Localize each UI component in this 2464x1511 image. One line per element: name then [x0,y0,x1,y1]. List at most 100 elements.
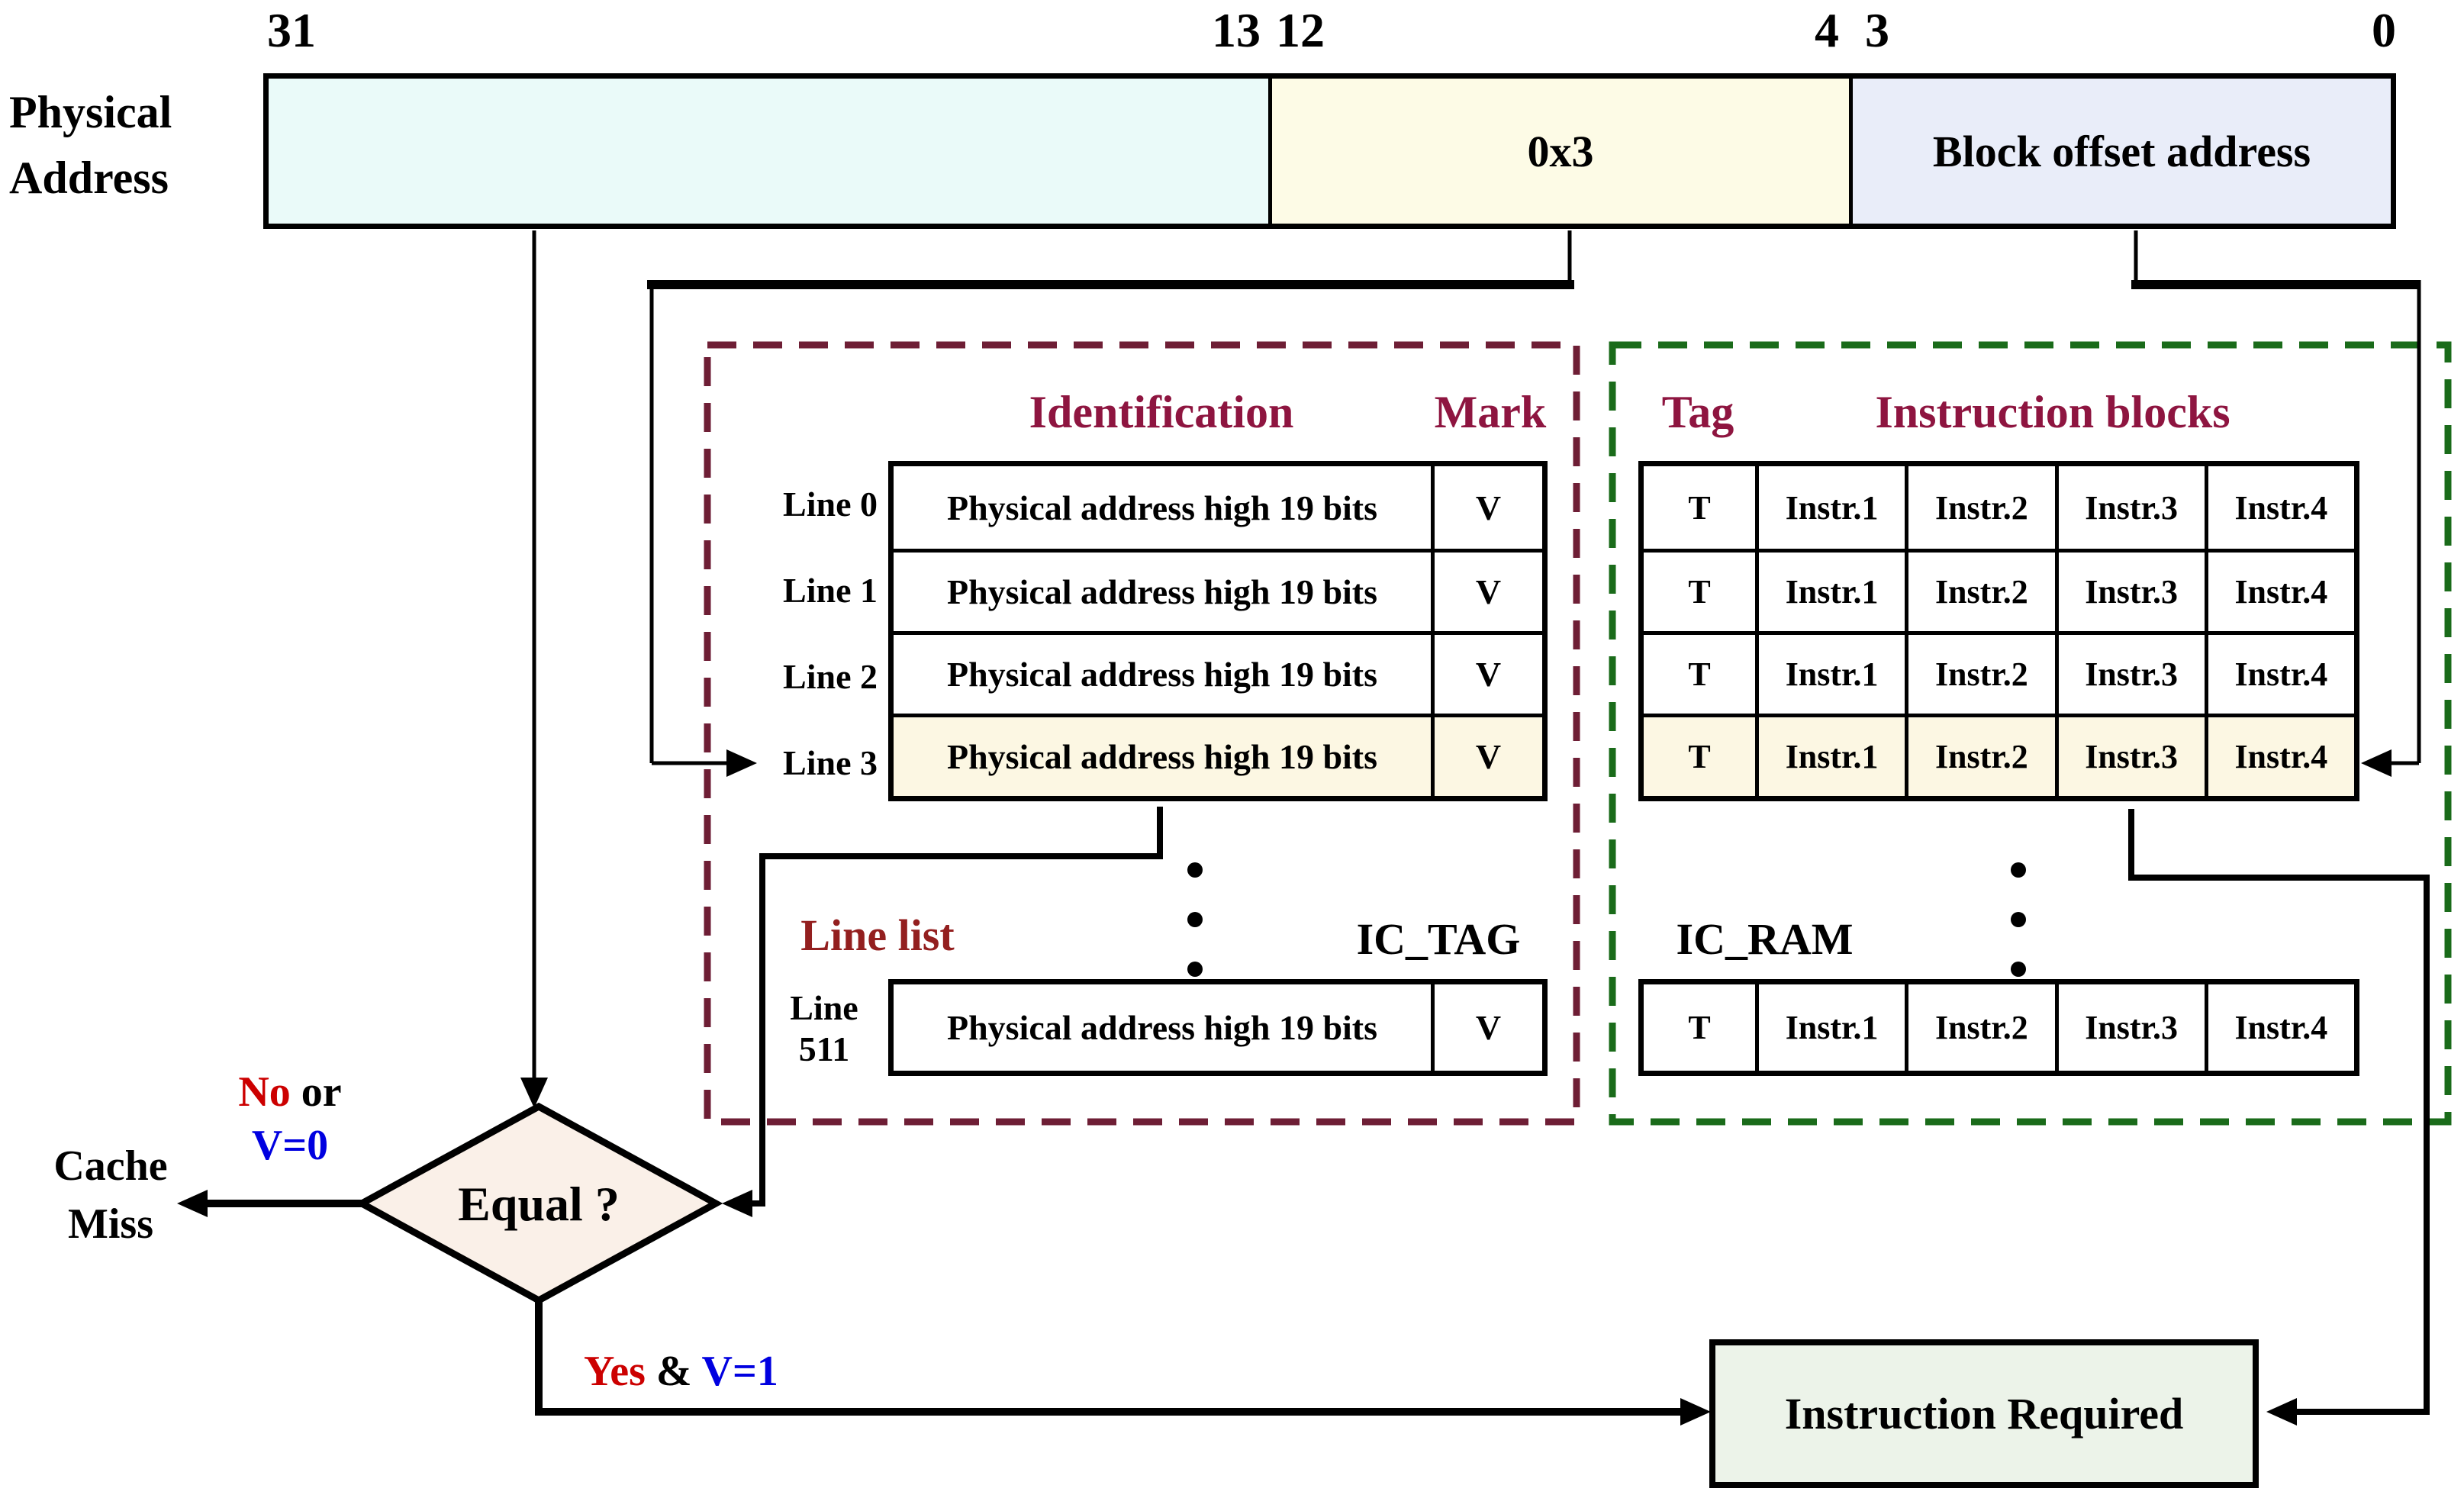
equal-label: Equal ? [458,1176,620,1231]
ellipsis-dots-tag [1187,962,1203,977]
segment-block-offset: Block offset address [1849,79,2391,224]
connector-block-to-result [2128,809,2430,1426]
line-label-2: Line 2 [783,657,878,696]
ram-instr2-cell: Instr.2 [1905,717,2054,796]
no-label: No [238,1068,291,1116]
ram-instr3-cell: Instr.3 [2054,635,2205,714]
ellipsis-dots-ram [2011,862,2026,878]
tag-table-row-0: Physical address high 19 bits V [894,466,1542,549]
tag-identification-cell: Physical address high 19 bits [946,572,1378,611]
tag-table: Physical address high 19 bits V Physical… [888,461,1548,801]
ram-instr2-cell: Instr.2 [1905,553,2054,631]
ram-instr4-cell: Instr.4 [2204,984,2354,1071]
line-label-0: Line 0 [783,485,878,524]
tag-identification-cell: Physical address high 19 bits [946,1008,1378,1047]
equal-diamond [354,1102,723,1305]
v1-label: V=1 [701,1348,778,1395]
cache-miss-line2: Miss [68,1200,153,1248]
ellipsis-dots-tag [1187,862,1203,878]
line-label-3: Line 3 [783,743,878,782]
tag-table-row-2: Physical address high 19 bits V [894,631,1542,714]
physical-address-bar: 0x3 Block offset address [263,73,2396,229]
segment-index-bits: 0x3 [1268,79,1849,224]
cache-miss-line1: Cache [53,1142,168,1190]
ellipsis-dots-tag [1187,912,1203,927]
tag-table-row-511: Physical address high 19 bits V [894,984,1542,1071]
ram-instr4-cell: Instr.4 [2204,635,2354,714]
line-list-label: Line list [800,910,955,960]
line-label-1: Line 1 [783,571,878,610]
ram-instr1-cell: Instr.1 [1755,717,1905,796]
bit-label-12: 12 [1276,3,1325,57]
ram-tag-cell: T [1688,738,1711,775]
connector-id-to-equal [722,807,1163,1217]
header-mark: Mark [1434,386,1547,437]
ram-tag-cell: T [1688,1009,1711,1046]
ic-ram-label: IC_RAM [1676,913,1854,964]
tag-valid-cell: V [1431,717,1542,796]
ram-store-dashed-box [1609,341,2452,1126]
tag-table-row-3-selected: Physical address high 19 bits V [894,714,1542,796]
ram-tag-cell: T [1688,488,1711,527]
ram-table: T Instr.1 Instr.2 Instr.3 Instr.4 T Inst… [1638,461,2359,801]
bit-label-0: 0 [2372,3,2396,57]
yes-v1-label: Yes & V=1 [584,1345,778,1398]
ellipsis-dots-ram [2011,962,2026,977]
ram-table-row-3-selected: T Instr.1 Instr.2 Instr.3 Instr.4 [1644,714,2354,796]
tag-identification-cell: Physical address high 19 bits [946,488,1378,527]
line-511-label: Line 511 [763,983,885,1074]
yes-label: Yes [584,1348,646,1395]
header-tag: Tag [1661,386,1734,437]
ram-tag-cell: T [1688,656,1711,693]
bit-label-31: 31 [267,3,316,57]
connector-equal-to-result [535,1300,1711,1426]
line-511-label-line1: Line [790,988,858,1027]
ram-table-row-0: T Instr.1 Instr.2 Instr.3 Instr.4 [1644,466,2354,549]
ellipsis-dots-ram [2011,912,2026,927]
ram-table-last-row: T Instr.1 Instr.2 Instr.3 Instr.4 [1638,979,2359,1076]
cache-miss-label: Cache Miss [23,1137,198,1253]
header-instruction-blocks: Instruction blocks [1875,386,2230,437]
or-label: or [290,1068,342,1116]
ram-instr2-cell: Instr.2 [1905,984,2054,1071]
ram-instr3-cell: Instr.3 [2054,717,2205,796]
bit-label-4: 4 [1815,3,1839,57]
ram-instr2-cell: Instr.2 [1905,466,2054,549]
bit-label-13: 13 [1212,3,1261,57]
ram-tag-cell: T [1688,573,1711,611]
ram-instr1-cell: Instr.1 [1755,635,1905,714]
tag-valid-cell: V [1431,635,1542,714]
ram-instr1-cell: Instr.1 [1755,553,1905,631]
ram-instr4-cell: Instr.4 [2204,466,2354,549]
line-511-label-line2: 511 [798,1029,850,1068]
ram-instr1-cell: Instr.1 [1755,984,1905,1071]
ram-table-row-1: T Instr.1 Instr.2 Instr.3 Instr.4 [1644,549,2354,631]
bit-label-3: 3 [1865,3,1889,57]
tag-table-row-1: Physical address high 19 bits V [894,549,1542,631]
ic-tag-label: IC_TAG [1356,913,1521,964]
amp-label: & [645,1348,702,1395]
v0-label: V=0 [251,1122,329,1169]
ram-instr4-cell: Instr.4 [2204,553,2354,631]
ram-instr2-cell: Instr.2 [1905,635,2054,714]
ram-instr3-cell: Instr.3 [2054,466,2205,549]
tag-identification-cell: Physical address high 19 bits [946,737,1378,776]
header-identification: Identification [1029,386,1294,437]
instruction-required-box: Instruction Required [1709,1339,2259,1488]
segment-tag-bits [269,79,1268,224]
tag-valid-cell: V [1431,466,1542,549]
ram-table-row-2: T Instr.1 Instr.2 Instr.3 Instr.4 [1644,631,2354,714]
tag-table-line-511: Physical address high 19 bits V [888,979,1548,1076]
no-or-v0-label: No or V=0 [183,1065,397,1172]
ram-table-row-511: T Instr.1 Instr.2 Instr.3 Instr.4 [1644,984,2354,1071]
tag-valid-cell: V [1431,553,1542,631]
tag-store-dashed-box [704,341,1580,1126]
physical-address-label: Physical Address [9,79,261,211]
tag-identification-cell: Physical address high 19 bits [946,655,1378,694]
physical-address-label-line1: Physical [9,87,172,137]
ram-instr3-cell: Instr.3 [2054,984,2205,1071]
ram-instr4-cell: Instr.4 [2204,717,2354,796]
tag-valid-cell: V [1431,984,1542,1071]
